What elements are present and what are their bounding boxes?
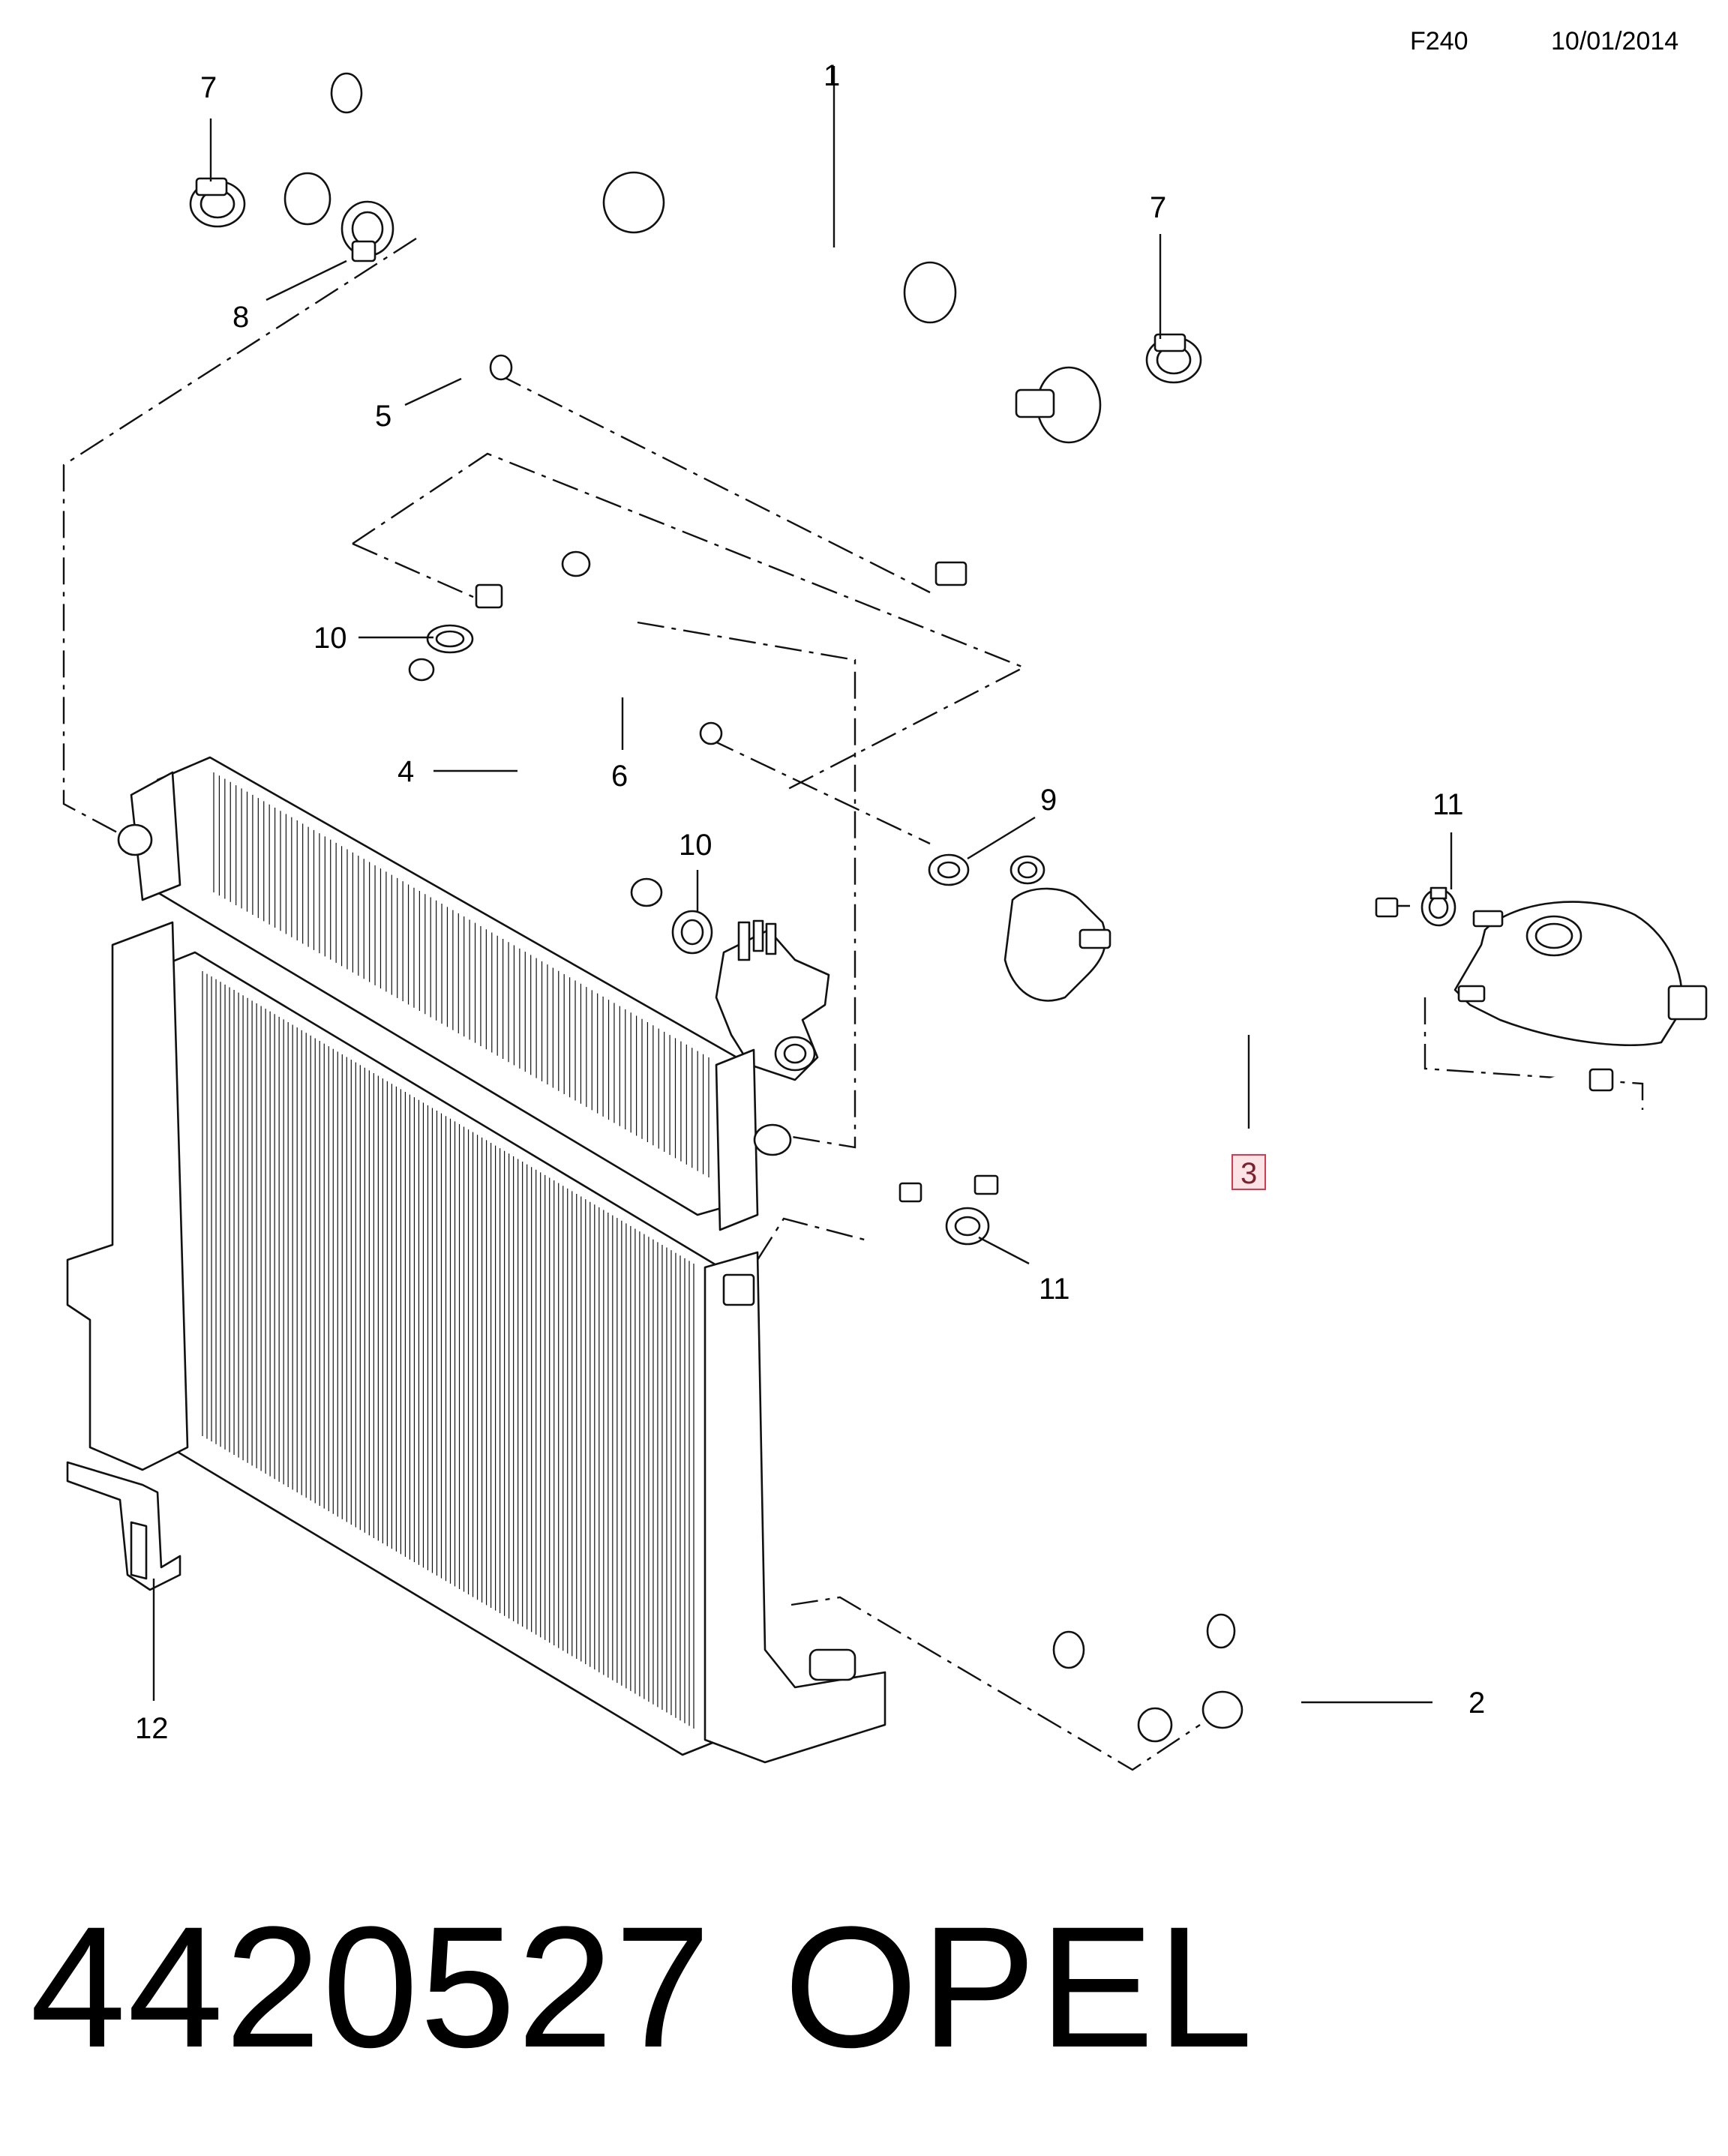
dashed-line-pump [708, 737, 931, 845]
svg-text:1: 1 [824, 59, 840, 92]
diagram-code: F240 [1410, 27, 1468, 55]
callout-10-left: 10 [314, 622, 347, 655]
svg-text:3: 3 [1240, 1157, 1257, 1190]
dashed-line-left [62, 237, 417, 841]
leader-lines [152, 66, 1453, 1704]
main-radiator-core [66, 921, 886, 1764]
hose-5-end-right [934, 561, 968, 586]
hose-2-end-left [1137, 1707, 1173, 1743]
hose-5 [408, 289, 968, 586]
clamp-7-right [1145, 333, 1202, 384]
upper-radiator-core [117, 756, 792, 1231]
svg-text:10: 10 [679, 829, 712, 862]
upper-radiator-inlet [117, 823, 153, 856]
svg-text:12: 12 [135, 1712, 169, 1745]
callout-11-bottom: 11 [1039, 1273, 1070, 1306]
hose-3-end-top [1375, 897, 1399, 918]
dashed-line-diamond [352, 452, 1026, 793]
leader-9 [967, 816, 1036, 860]
svg-text:11: 11 [1432, 788, 1464, 821]
callout-5: 5 [375, 400, 392, 433]
hose-2-end-upper-left [898, 1182, 922, 1203]
hose-2-end-right [1202, 1690, 1244, 1729]
dashed-line-diamond-left [352, 542, 481, 601]
callout-4: 4 [398, 755, 414, 788]
reservoir-connector [1667, 985, 1708, 1021]
clamp-9 [928, 853, 970, 886]
hose-3 [974, 897, 1399, 1195]
callout-10-right: 10 [679, 829, 712, 862]
hose-1-end-left [330, 72, 363, 114]
clamp-11-top [1420, 886, 1456, 927]
thermostat-housing [715, 919, 830, 1081]
svg-text:6: 6 [611, 760, 628, 793]
clamp-8 [340, 200, 394, 262]
hose-6-fitting [561, 550, 591, 577]
svg-text:4: 4 [398, 755, 414, 788]
hose-6-end-right [699, 721, 723, 745]
hose-1 [282, 48, 1102, 444]
callout-1: 1 [824, 59, 840, 92]
dashed-line-hose5 [496, 372, 931, 594]
hose-2 [879, 1068, 1616, 1743]
svg-text:11: 11 [1039, 1273, 1070, 1306]
clamp-11-bottom [945, 1207, 990, 1246]
hose-1-bracket [284, 172, 332, 226]
hose-1-clamp [903, 261, 957, 324]
callout-11-top: 11 [1432, 788, 1464, 821]
callout-9: 9 [1040, 784, 1057, 817]
coolant-reservoir [1454, 901, 1708, 1047]
diagram-date: 10/01/2014 [1551, 27, 1679, 55]
callout-2: 2 [1468, 1687, 1485, 1720]
main-radiator-fins [202, 971, 694, 1729]
clamp-10-bottom [671, 910, 713, 955]
hose-2-junction [1052, 1630, 1085, 1669]
callout-7-left: 7 [200, 71, 217, 104]
callout-7-right: 7 [1150, 191, 1166, 224]
hose-1-coupler [602, 171, 665, 234]
dashed-line-diamond-right [637, 621, 856, 1149]
dashed-line-bottom [790, 1596, 1201, 1771]
hose-4-end-bottom [630, 877, 663, 907]
callout-8: 8 [232, 301, 249, 334]
leader-8 [266, 259, 347, 301]
upper-radiator-outlet [753, 1123, 792, 1156]
electric-water-pump [1004, 855, 1112, 1002]
hose-6-end [475, 583, 503, 609]
leader-5 [404, 377, 462, 406]
hose-2-end-top [1588, 1068, 1614, 1092]
callout-12: 12 [135, 1712, 169, 1745]
svg-text:2: 2 [1468, 1687, 1485, 1720]
hose-4-end [408, 658, 435, 682]
svg-text:8: 8 [232, 301, 249, 334]
hose-2-junction-2 [1206, 1613, 1236, 1649]
hose-6 [475, 550, 723, 745]
hose-1-fitting [1015, 388, 1055, 418]
svg-text:10: 10 [314, 622, 347, 655]
leader-11b [978, 1236, 1030, 1265]
upper-radiator-fins [213, 772, 710, 1177]
dashed-line-reservoir [1424, 997, 1644, 1110]
callout-6: 6 [611, 760, 628, 793]
callout-3: 3 [1232, 1154, 1266, 1190]
svg-text:7: 7 [1150, 191, 1166, 224]
clamp-7-left [189, 177, 246, 228]
part-number: 4420527 [30, 1891, 712, 2083]
hose-5-end [489, 354, 513, 381]
hose-4 [400, 658, 670, 936]
svg-text:7: 7 [200, 71, 217, 104]
dashed-assembly-lines [62, 237, 1644, 1771]
svg-text:9: 9 [1040, 784, 1057, 817]
brand-name: OPEL [784, 1891, 1256, 2083]
svg-text:5: 5 [375, 400, 392, 433]
clamp-10-top [426, 624, 474, 654]
hose-3-end-bottom [974, 1174, 999, 1195]
bracket-12 [66, 1461, 182, 1591]
dashed-line-rad-hose2 [756, 1217, 871, 1261]
